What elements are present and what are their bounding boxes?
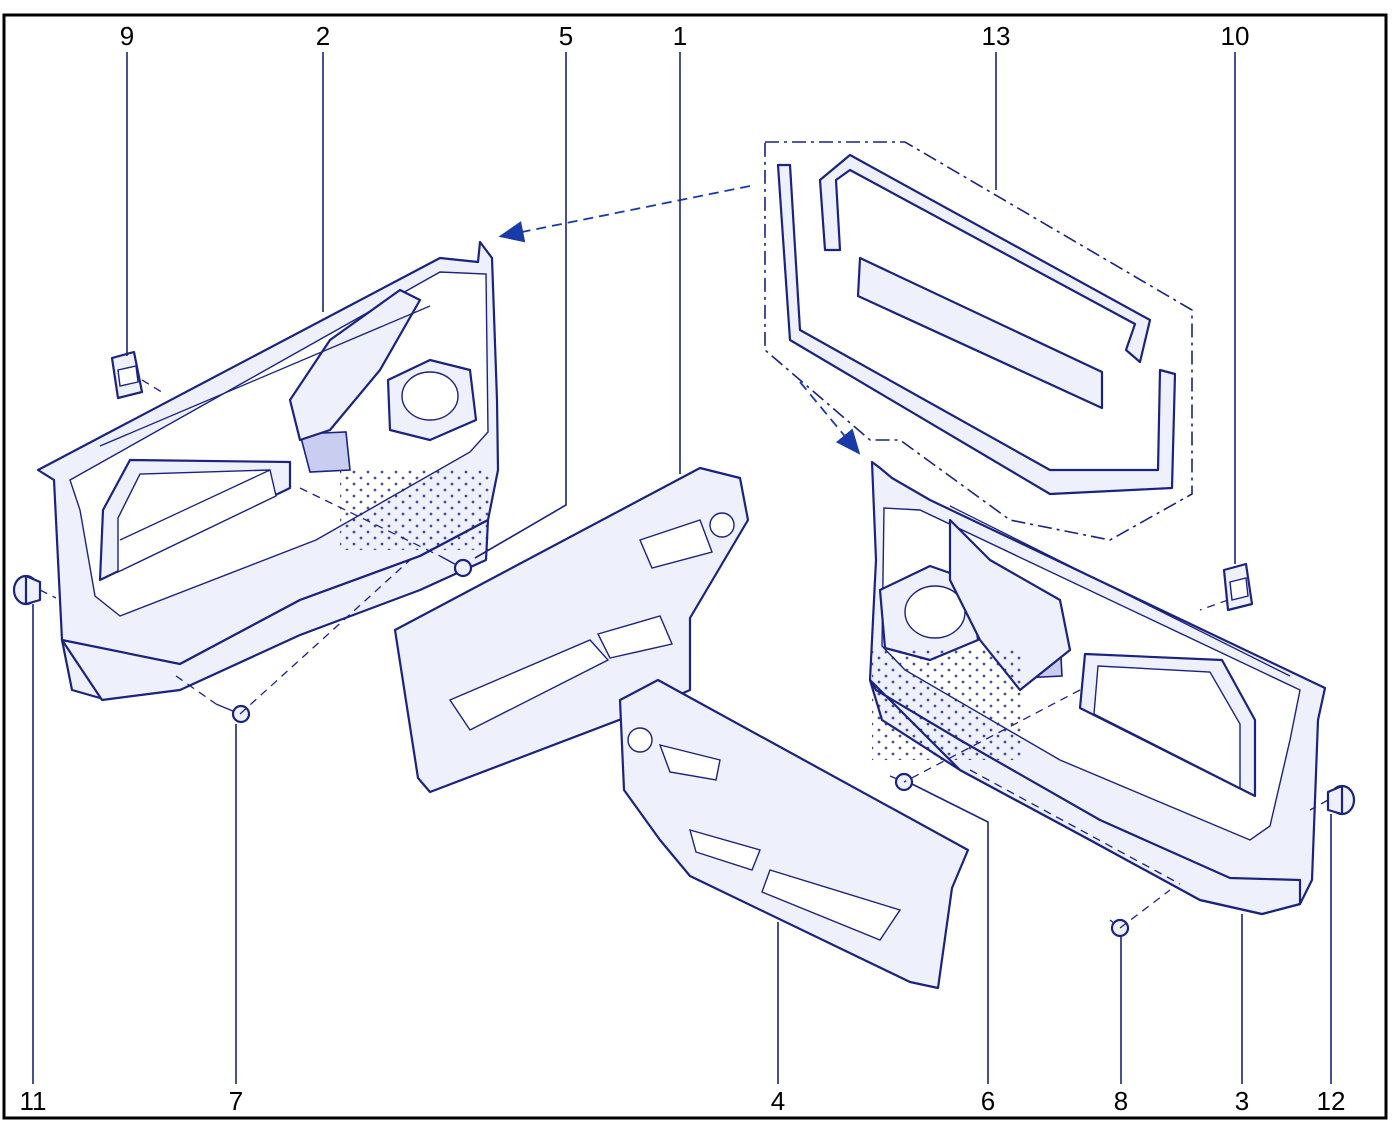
callout-1: 1 [673, 21, 687, 51]
clip-left [110, 350, 144, 400]
screw-5 [439, 555, 473, 578]
callout-2: 2 [316, 21, 330, 51]
callout-7: 7 [229, 1086, 243, 1116]
lower-trim-insert [618, 678, 970, 990]
callout-3: 3 [1235, 1086, 1249, 1116]
upper-trim-insert [393, 466, 750, 794]
callout-5: 5 [559, 21, 573, 51]
callout-4: 4 [771, 1086, 785, 1116]
screw-8 [1109, 918, 1130, 938]
assembly-lines [39, 185, 1329, 929]
plug-left [12, 574, 42, 606]
screw-7 [215, 703, 251, 724]
left-door-trim-panel [36, 240, 500, 702]
clip-right [1222, 562, 1254, 612]
callout-labels: 9 2 5 1 13 10 11 7 4 6 8 3 12 [20, 21, 1346, 1116]
diagram-frame [2, 13, 1388, 1120]
callout-8: 8 [1114, 1086, 1128, 1116]
callout-6: 6 [981, 1086, 995, 1116]
callout-11: 11 [20, 1086, 47, 1116]
screw-6 [889, 772, 914, 792]
leader-lines [32, 52, 1332, 1084]
callout-10: 10 [1221, 21, 1250, 51]
right-door-trim-panel [868, 460, 1327, 916]
plug-right [1326, 784, 1356, 816]
callout-9: 9 [120, 21, 134, 51]
callout-12: 12 [1317, 1086, 1346, 1116]
seal-kit [764, 141, 1193, 541]
callout-13: 13 [982, 21, 1011, 51]
